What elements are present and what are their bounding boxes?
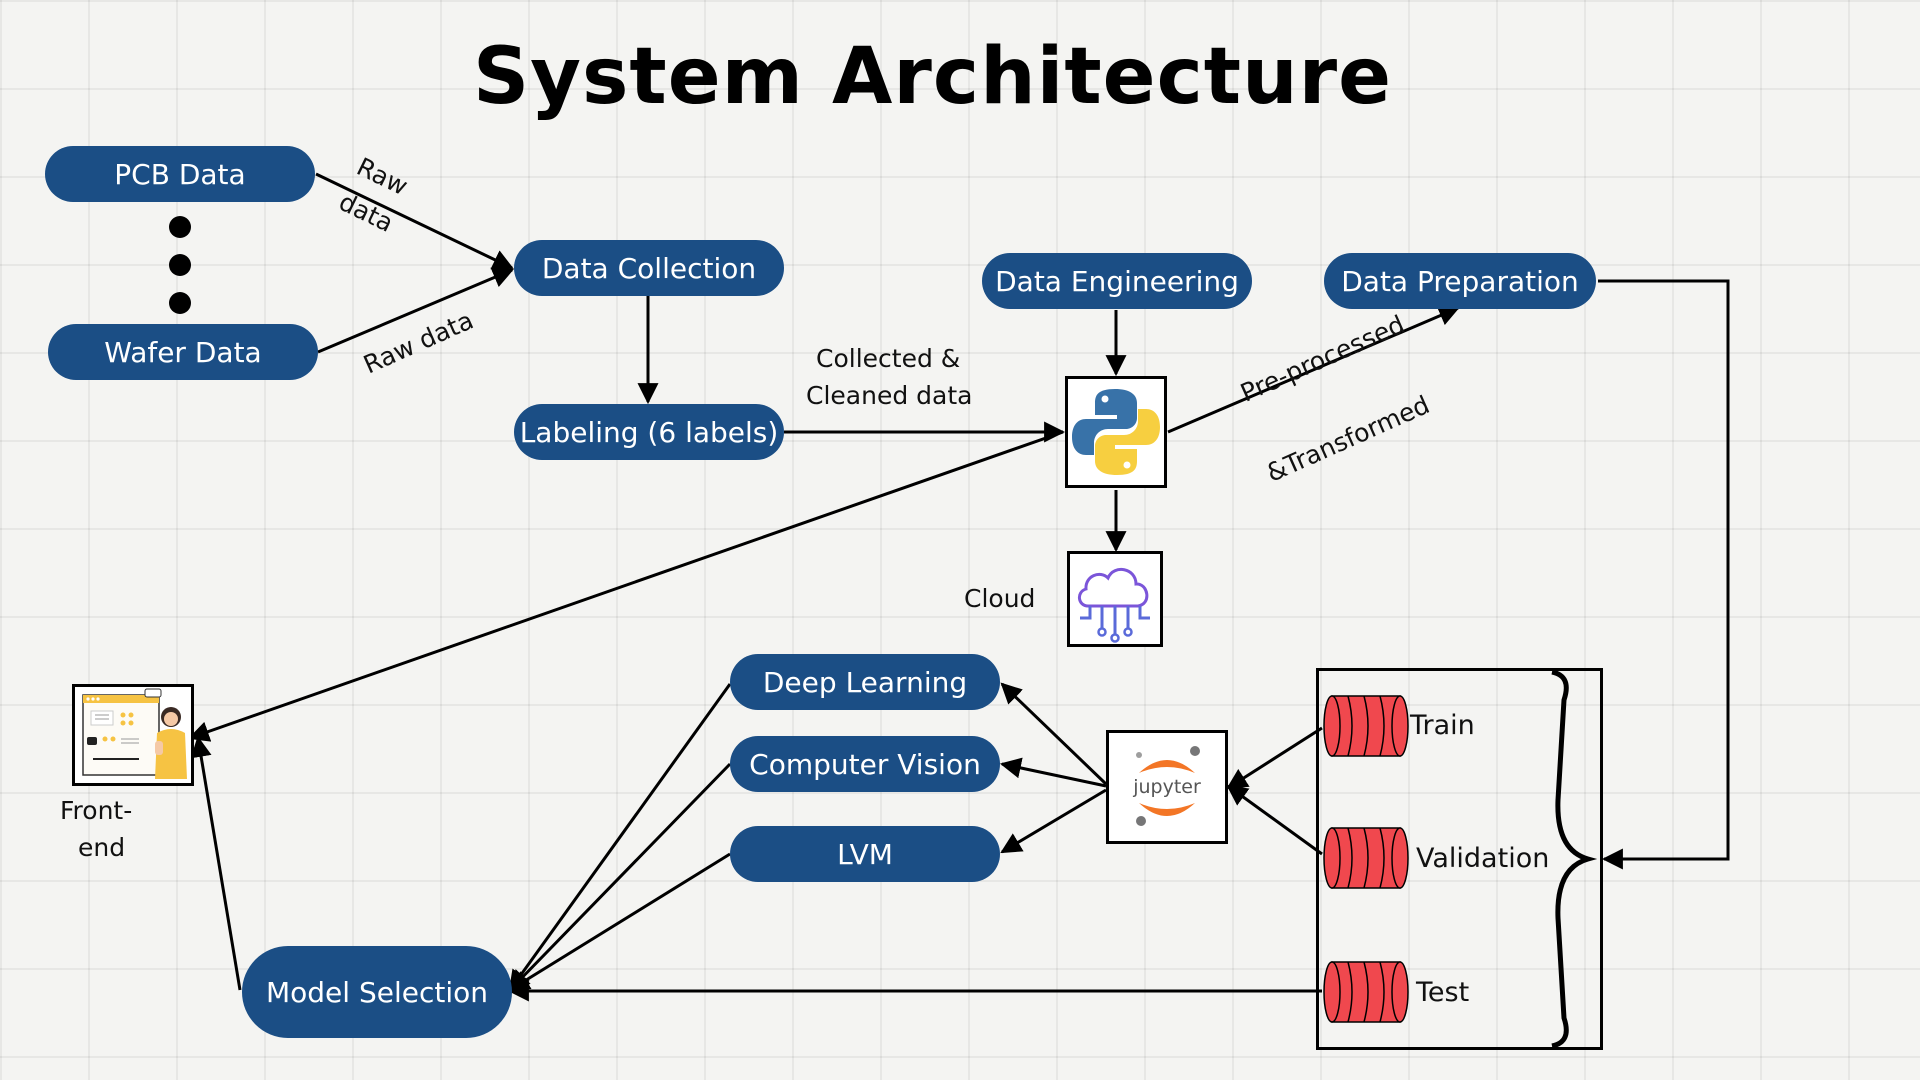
edge-jupyter-to-lvm: [1000, 788, 1107, 854]
dataset-split-box: [1316, 668, 1603, 1050]
node-data-preparation: Data Preparation: [1324, 253, 1596, 309]
page-title: System Architecture: [472, 32, 1392, 122]
node-computer-vision: Computer Vision: [730, 736, 1000, 792]
edge-deep-learning-to-model: [508, 683, 732, 992]
ellipsis-dot: [169, 216, 191, 238]
frontend-illustration-icon: [72, 684, 194, 786]
jupyter-icon: jupyter: [1106, 730, 1228, 844]
ellipsis-dot: [169, 254, 191, 276]
edge-jupyter-to-deep-learning: [1000, 682, 1108, 786]
train-cylinder-icon: [1323, 695, 1409, 757]
python-icon: [1065, 376, 1167, 488]
jupyter-wordmark: jupyter: [1132, 776, 1201, 798]
node-data-collection: Data Collection: [514, 240, 784, 296]
node-pcb-data: PCB Data: [45, 146, 315, 202]
node-lvm: LVM: [730, 826, 1000, 882]
node-deep-learning: Deep Learning: [730, 654, 1000, 710]
edge-computer-vision-to-model: [508, 762, 732, 992]
cloud-icon: [1067, 551, 1163, 647]
edge-label-collected: Collected &: [816, 344, 961, 373]
edge-pcb-to-collection: [315, 172, 514, 270]
edge-label-cleaned: Cleaned data: [806, 381, 973, 410]
frontend-label-line2: end: [78, 833, 126, 862]
dataset-validation-label: Validation: [1416, 843, 1550, 874]
test-cylinder-icon: [1323, 961, 1409, 1023]
cloud-label: Cloud: [964, 584, 1036, 613]
edge-validation-to-jupyter: [1226, 784, 1323, 856]
edge-preparation-to-datasets: [1598, 279, 1730, 870]
edge-wafer-to-collection: [317, 267, 514, 354]
ellipsis-dot: [169, 292, 191, 314]
node-data-engineering: Data Engineering: [982, 253, 1252, 309]
edge-jupyter-to-computer-vision: [999, 757, 1107, 788]
dataset-test-label: Test: [1416, 977, 1470, 1008]
node-model-selection: Model Selection: [242, 946, 512, 1038]
node-wafer-data: Wafer Data: [48, 324, 318, 380]
frontend-label-line1: Front-: [60, 796, 133, 825]
dataset-train-label: Train: [1410, 710, 1475, 741]
edge-train-to-jupyter: [1226, 726, 1323, 790]
node-labeling: Labeling (6 labels): [514, 404, 784, 460]
edge-python-to-frontend: [188, 430, 1064, 742]
edge-lvm-to-model: [508, 852, 731, 992]
edge-model-to-frontend: [190, 735, 242, 991]
edge-python-to-preparation: [1167, 305, 1460, 434]
validation-cylinder-icon: [1323, 827, 1409, 889]
